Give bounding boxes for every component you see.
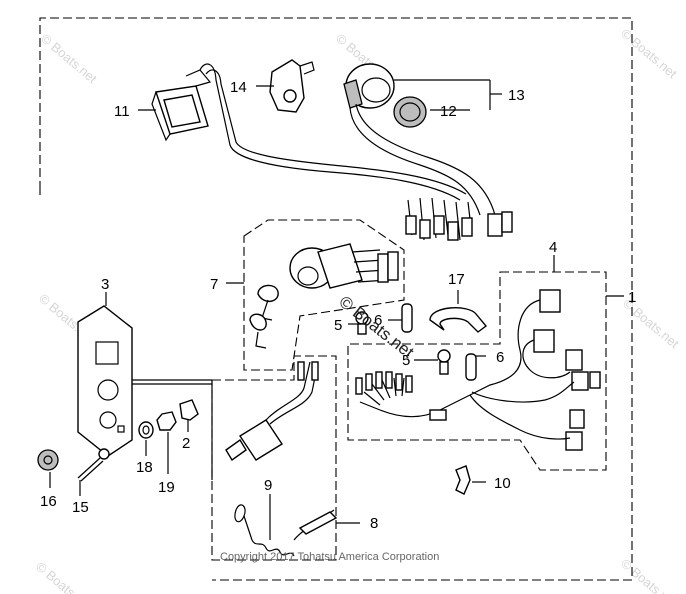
- callout-4: 4: [549, 239, 557, 256]
- callout-2: 2: [182, 435, 190, 452]
- callout-5-upper: 5: [334, 317, 342, 334]
- part-18-washer: [138, 421, 154, 439]
- callout-16: 16: [40, 493, 57, 510]
- callout-19: 19: [158, 479, 175, 496]
- callout-6-lower: 6: [496, 349, 504, 366]
- callout-7: 7: [210, 276, 218, 293]
- part-15-bolt: [77, 448, 110, 482]
- callout-14: 14: [230, 79, 247, 96]
- item-7-frame: [243, 219, 405, 371]
- part-19-nut: [156, 411, 177, 431]
- part-5-upper: [355, 311, 369, 335]
- connector-bundle-top: [405, 197, 513, 241]
- leader-lines: [49, 79, 624, 540]
- callout-12: 12: [440, 103, 457, 120]
- callout-3: 3: [101, 276, 109, 293]
- callout-labels: 1 2 3 4 5 5 6 6 7 8 9 10 11 12 13 14 15 …: [40, 79, 636, 532]
- part-4-harness: [355, 289, 601, 451]
- item-4-frame: [347, 271, 607, 471]
- watermark-bottom-right: © Boats.net: [618, 556, 680, 594]
- callout-9: 9: [264, 477, 272, 494]
- callout-1: 1: [628, 289, 636, 306]
- watermark-bottom-left: © Boats.net: [33, 559, 95, 594]
- part-13-buzzer: [343, 63, 496, 216]
- part-9-lanyard: [234, 504, 338, 557]
- callout-13: 13: [508, 87, 525, 104]
- part-2-cap: [179, 399, 199, 421]
- copyright-text: Copyright 2017 Tohatsu America Corporati…: [220, 551, 439, 563]
- callout-5-lower: 5: [402, 352, 410, 369]
- part-8-stop-switch: [225, 361, 319, 462]
- part-3-panel: [77, 305, 213, 480]
- callout-15: 15: [72, 499, 89, 516]
- part-6-upper: [401, 303, 413, 333]
- callout-10: 10: [494, 475, 511, 492]
- callout-8: 8: [370, 515, 378, 532]
- part-7-key-switch: [249, 243, 399, 349]
- part-17-clamp: [429, 307, 488, 333]
- watermark-top-left: © Boats.net: [38, 31, 100, 87]
- part-11-switch: [151, 63, 467, 201]
- part-10-clip: [455, 465, 471, 495]
- callout-6-upper: 6: [374, 312, 382, 329]
- part-12-cap: [393, 96, 427, 128]
- part-16-nut: [37, 449, 59, 471]
- part-5-lower: [437, 349, 451, 375]
- part-6-lower: [465, 353, 477, 381]
- item-8-frame: [211, 355, 337, 561]
- callout-18: 18: [136, 459, 153, 476]
- part-14-bracket: [269, 59, 315, 113]
- callout-11: 11: [114, 103, 130, 120]
- callout-17: 17: [448, 271, 465, 288]
- watermark-top-right: © Boats.net: [618, 26, 680, 82]
